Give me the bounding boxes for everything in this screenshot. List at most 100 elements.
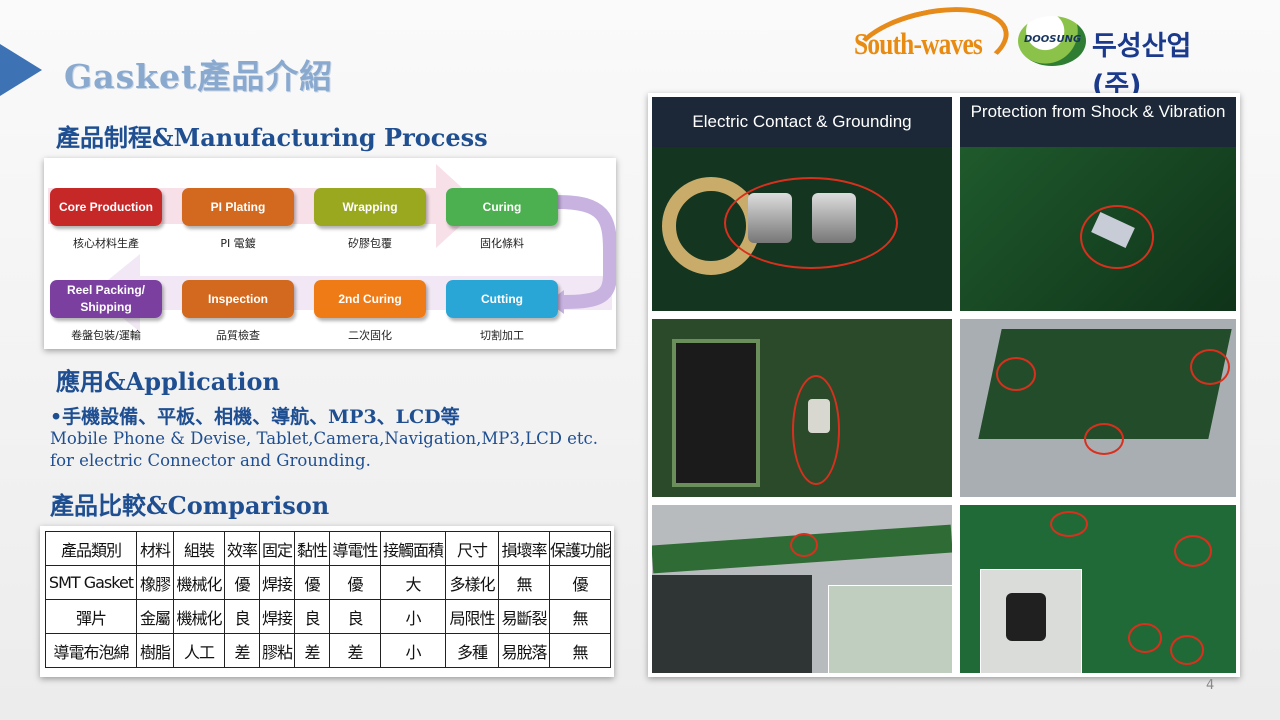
table-cell: 多樣化 [445, 565, 499, 600]
photo-electric-contact: Electric Contact & Grounding [652, 97, 952, 311]
step-caption: 卷盤包裝/運輸 [71, 329, 141, 342]
table-row: 彈片 金屬 機械化 良 焊接 良 良 小 局限性 易斷裂 無 [45, 599, 612, 634]
table-cell: 無 [548, 633, 612, 668]
table-cell: 彈片 [45, 599, 137, 634]
table-cell: 優 [224, 565, 260, 600]
step-label: Reel Packing/ Shipping [66, 283, 146, 314]
highlight-circle [724, 177, 898, 269]
table-cell: 優 [329, 565, 381, 600]
table-header-cell: 導電性 [329, 531, 381, 566]
highlight-circle [1170, 635, 1204, 665]
table-cell: 焊接 [259, 565, 295, 600]
table-cell: 易脫落 [498, 633, 550, 668]
zoom-inset [828, 585, 952, 673]
process-heading: 產品制程&Manufacturing Process [56, 123, 488, 152]
highlight-circle [1080, 205, 1154, 269]
table-row: 導電布泡綿 樹脂 人工 差 膠粘 差 差 小 多種 易脫落 無 [45, 633, 612, 668]
doosung-logo-en: DOOSUNG [1024, 34, 1082, 45]
page-number: 4 [1206, 678, 1215, 693]
table-cell: 優 [294, 565, 330, 600]
table-cell: 機械化 [173, 565, 225, 600]
highlight-circle [1050, 511, 1088, 537]
connector-image [672, 339, 760, 487]
step-caption: 核心材料生產 [73, 237, 139, 250]
table-header-cell: 損壞率 [498, 531, 550, 566]
step-caption: 切割加工 [480, 329, 524, 342]
table-header-cell: 尺寸 [445, 531, 499, 566]
table-header-cell: 黏性 [294, 531, 330, 566]
title-marker-triangle [0, 44, 42, 96]
table-cell: 差 [329, 633, 381, 668]
application-text: Mobile Phone & Devise, Tablet,Camera,Nav… [50, 429, 599, 470]
process-flow-arrows [48, 164, 616, 332]
step-label: Inspection [207, 291, 268, 306]
table-cell: 局限性 [445, 599, 499, 634]
table-cell: 機械化 [173, 599, 225, 634]
highlight-circle [1190, 349, 1230, 385]
table-header-cell: 效率 [224, 531, 260, 566]
table-cell: 無 [548, 599, 612, 634]
south-waves-logo-text: South-waves [854, 26, 983, 61]
step-pi-plating: PI Plating [182, 188, 294, 226]
step-caption: 固化條料 [480, 237, 524, 250]
table-cell: 大 [380, 565, 446, 600]
doosung-globe-icon [1018, 16, 1086, 66]
highlight-circle [1128, 623, 1162, 653]
table-cell: 無 [498, 565, 550, 600]
step-curing: Curing [446, 188, 558, 226]
step-core-production: Core Production [50, 188, 162, 226]
step-caption: 品質檢查 [216, 329, 260, 342]
doosung-logo: DOOSUNG 두성산업(주) [1018, 12, 1228, 101]
table-header-cell: 保護功能 [548, 531, 611, 566]
comparison-heading: 產品比較&Comparison [50, 491, 330, 520]
table-header-row: 產品類別 材料 組裝 效率 固定 黏性 導電性 接觸面積 尺寸 損壞率 保護功能 [45, 531, 611, 566]
table-cell: 優 [548, 565, 612, 600]
step-inspection: Inspection [182, 280, 294, 318]
table-cell: 人工 [173, 633, 225, 668]
table-cell: 多種 [445, 633, 499, 668]
step-2nd-curing: 2nd Curing [314, 280, 426, 318]
step-reel-packing: Reel Packing/ Shipping [50, 280, 162, 318]
photo-pcb-corners [960, 319, 1236, 497]
table-cell: 差 [224, 633, 260, 668]
table-cell: 良 [329, 599, 381, 634]
table-cell: 小 [380, 599, 446, 634]
step-label: 2nd Curing [338, 291, 402, 306]
step-wrapping: Wrapping [314, 188, 426, 226]
table-cell: 良 [224, 599, 260, 634]
table-cell: 橡膠 [136, 565, 174, 600]
table-cell: 小 [380, 633, 446, 668]
highlight-circle [996, 357, 1036, 391]
table-header-cell: 固定 [259, 531, 295, 566]
step-label: Curing [482, 199, 522, 214]
application-bullet: •手機設備、平板、相機、導航、MP3、LCD等 [50, 406, 460, 428]
table-header-cell: 材料 [136, 531, 174, 566]
table-cell: 易斷裂 [498, 599, 550, 634]
step-caption: PI 電鍍 [220, 237, 256, 250]
page-title: Gasket產品介紹 [64, 57, 334, 96]
photo-board-edge [652, 505, 952, 673]
table-header-cell: 產品類別 [45, 531, 137, 566]
step-label: Wrapping [342, 199, 398, 214]
highlight-circle [790, 533, 818, 557]
table-cell: 金屬 [136, 599, 174, 634]
application-heading: 應用&Application [56, 367, 280, 396]
table-cell: 導電布泡綿 [45, 633, 137, 668]
highlight-circle [1174, 535, 1212, 567]
photo-mainboard [960, 505, 1236, 673]
table-cell: SMT Gasket [45, 565, 137, 600]
table-header-cell: 組裝 [173, 531, 225, 566]
application-photo-grid: Electric Contact & Grounding Protection … [648, 93, 1240, 677]
table-row: SMT Gasket 橡膠 機械化 優 焊接 優 優 大 多樣化 無 優 [45, 565, 612, 600]
table-header-cell: 接觸面積 [380, 531, 446, 566]
photo-panel-title: Electric Contact & Grounding [652, 97, 952, 147]
step-caption: 矽膠包覆 [348, 237, 392, 250]
doosung-logo-kr: 두성산업(주) [1092, 31, 1192, 101]
photo-shock-protection: Protection from Shock & Vibration [960, 97, 1236, 311]
step-caption: 二次固化 [348, 329, 392, 342]
comparison-table-panel: 產品類別 材料 組裝 效率 固定 黏性 導電性 接觸面積 尺寸 損壞率 保護功能… [40, 526, 614, 677]
table-cell: 樹脂 [136, 633, 174, 668]
process-diagram: Core Production PI Plating Wrapping Curi… [44, 158, 616, 349]
step-label: Cutting [481, 291, 523, 306]
step-cutting: Cutting [446, 280, 558, 318]
